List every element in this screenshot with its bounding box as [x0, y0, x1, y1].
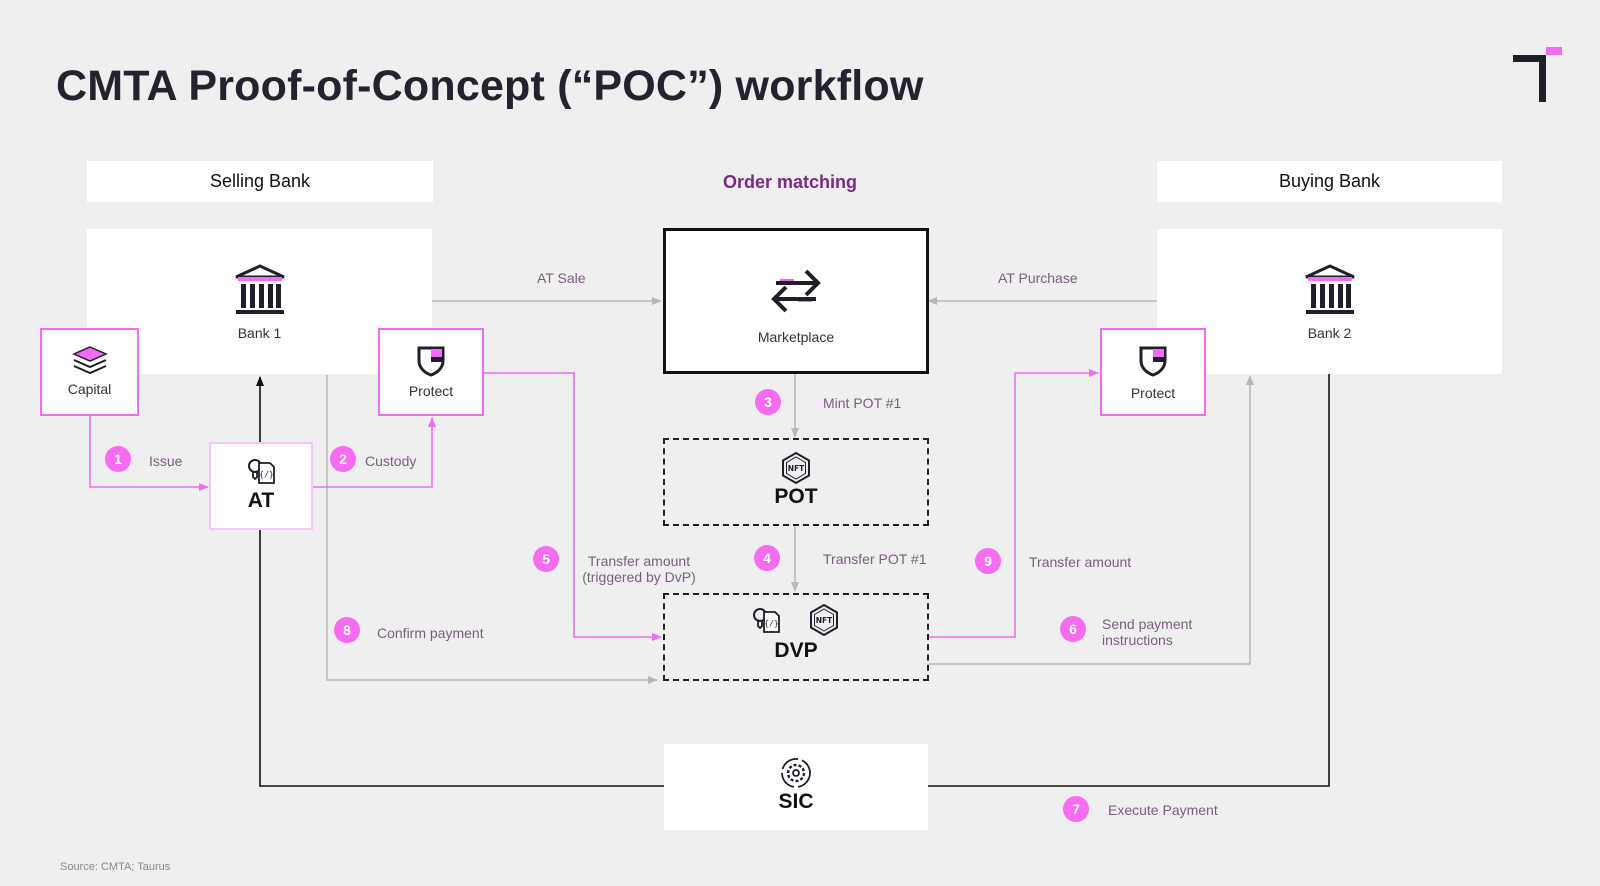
svg-text:NFT: NFT [788, 464, 805, 473]
label-send-payment: Send payment instructions [1102, 616, 1192, 648]
edge-send-payment [928, 375, 1254, 665]
header-buying-bank: Buying Bank [1157, 161, 1502, 202]
nft-icon: NFT [782, 451, 810, 485]
protect-left-node: Protect [378, 328, 484, 416]
edge-issue [89, 415, 209, 491]
pot-node: NFT POT [663, 438, 929, 526]
layers-icon [71, 346, 108, 375]
label-execute-payment: Execute Payment [1108, 802, 1218, 818]
label-transfer-amount-left-line1: Transfer amount [587, 553, 691, 569]
shield-icon [1139, 346, 1167, 377]
step-badge-3: 3 [755, 389, 781, 415]
label-at-purchase: AT Purchase [998, 270, 1078, 286]
pot-label: POT [774, 485, 818, 508]
edge-transfer-amount-right [928, 369, 1099, 638]
edge-custody [313, 417, 436, 488]
step-badge-2: 2 [330, 446, 356, 472]
step-badge-7: 7 [1063, 796, 1089, 822]
svg-text:{/}: {/} [259, 470, 273, 479]
step-badge-8: 8 [334, 617, 360, 643]
capital-node: Capital [40, 328, 139, 416]
edge-confirm [326, 375, 658, 684]
bank-icon [1304, 264, 1355, 314]
token-contract-icon: {/} [753, 608, 780, 633]
bank2-node: Bank 2 [1157, 229, 1502, 374]
at-node: {/} AT [209, 442, 313, 530]
label-custody: Custody [365, 453, 417, 469]
step-badge-6: 6 [1060, 616, 1086, 642]
label-send-payment-line2: instructions [1102, 632, 1173, 648]
dvp-node: {/} NFT DVP [663, 593, 929, 681]
step-badge-9: 9 [975, 548, 1001, 574]
edge-execute-payment [928, 374, 1330, 787]
marketplace-node: Marketplace [663, 228, 929, 374]
nft-icon: NFT [810, 603, 838, 637]
protect-right-label: Protect [1130, 385, 1176, 401]
label-transfer-pot: Transfer POT #1 [823, 551, 927, 567]
label-issue: Issue [149, 453, 183, 469]
bank-icon [234, 264, 285, 314]
header-order-matching: Order matching [723, 172, 858, 192]
bank1-node: Bank 1 [87, 229, 432, 374]
label-transfer-amount-right: Transfer amount [1029, 554, 1132, 570]
step-badge-4: 4 [754, 545, 780, 571]
svg-text:NFT: NFT [816, 616, 833, 625]
token-contract-icon: {/} [248, 459, 275, 484]
taurus-logo [1513, 47, 1562, 102]
sic-node: SIC [664, 744, 928, 830]
sic-label: SIC [778, 790, 814, 813]
capital-label: Capital [67, 381, 112, 397]
shield-icon [417, 346, 445, 377]
settlement-gear-icon [781, 758, 811, 788]
protect-right-node: Protect [1100, 328, 1206, 416]
bank2-label: Bank 2 [1307, 325, 1352, 341]
protect-left-label: Protect [408, 383, 454, 399]
header-selling-bank: Selling Bank [87, 161, 433, 202]
bank1-label: Bank 1 [237, 325, 282, 341]
exchange-arrows-icon [771, 269, 821, 313]
label-mint: Mint POT #1 [823, 395, 902, 411]
marketplace-label: Marketplace [757, 329, 835, 345]
label-at-sale: AT Sale [537, 270, 586, 286]
dvp-label: DVP [774, 639, 818, 662]
step-badge-5: 5 [533, 546, 559, 572]
dvp-icons: {/} NFT [751, 603, 841, 637]
at-label: AT [247, 489, 275, 512]
svg-text:{/}: {/} [764, 619, 778, 628]
label-transfer-amount-left-line2: (triggered by DvP) [582, 569, 696, 585]
source-note: Source: CMTA; Taurus [60, 861, 171, 873]
label-send-payment-line1: Send payment [1102, 616, 1193, 632]
page-title: CMTA Proof-of-Concept (“POC”) workflow [56, 62, 924, 110]
edge-transfer-amount-left [484, 372, 662, 641]
step-badge-1: 1 [105, 446, 131, 472]
label-transfer-amount-left: Transfer amount (triggered by DvP) [582, 553, 696, 585]
label-confirm-payment: Confirm payment [377, 625, 484, 641]
